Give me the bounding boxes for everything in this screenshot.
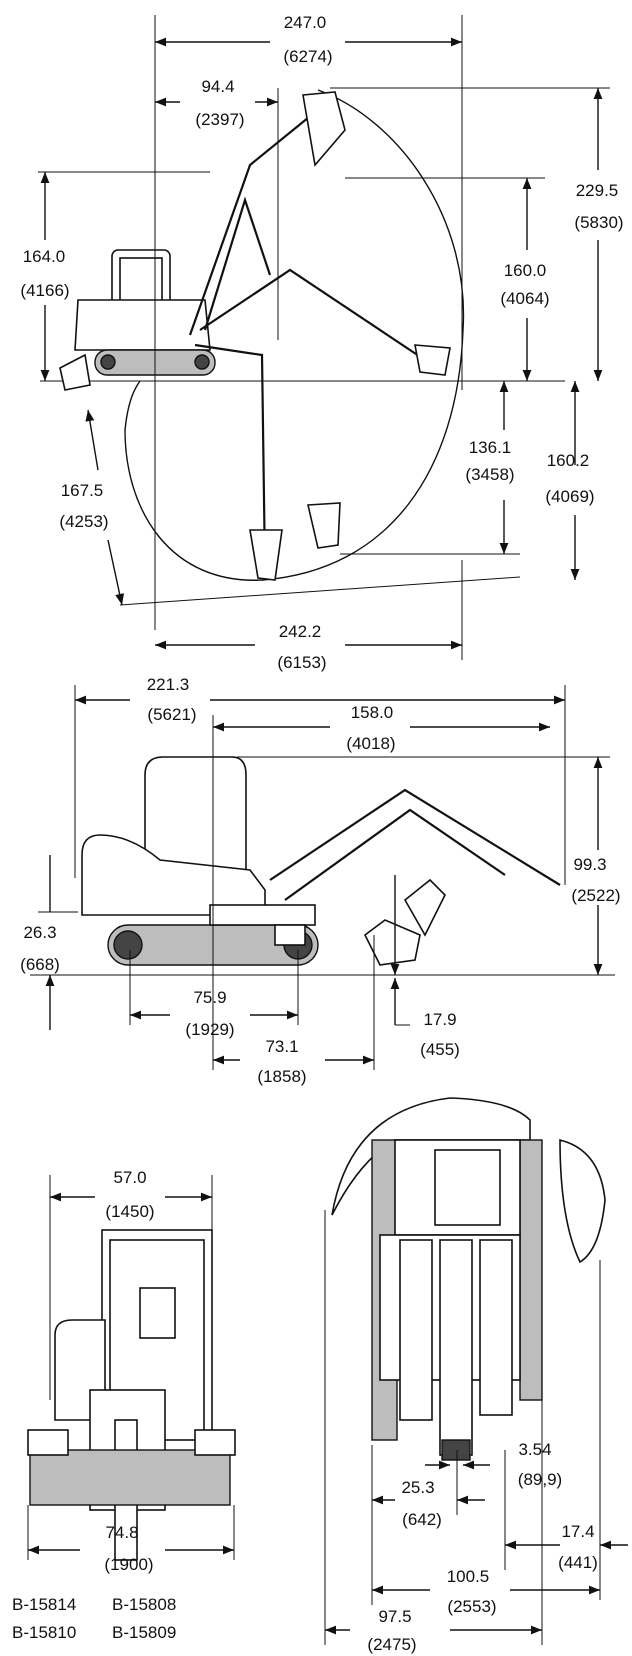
dim-blade-height-mm: (455) bbox=[420, 1040, 460, 1059]
figure-code: B-15814 bbox=[12, 1595, 76, 1614]
front-view: 57.0 (1450) 74.8 (1900) bbox=[27, 1168, 236, 1574]
dim-transport-length-in: 221.3 bbox=[147, 675, 190, 694]
excavator-side-small bbox=[59, 91, 451, 581]
dim-max-dump-height-mm: (4166) bbox=[20, 281, 69, 300]
dim-counterweight-clearance-mm: (668) bbox=[20, 955, 60, 974]
dim-track-length-in: 75.9 bbox=[193, 988, 226, 1007]
side-transport-view: 221.3 (5621) 158.0 (4018) 99.3 (2522) 26… bbox=[20, 675, 620, 1086]
dim-tail-to-front-mm: (4018) bbox=[346, 734, 395, 753]
dim-min-swing-radius-in: 94.4 bbox=[201, 77, 234, 96]
dim-offset-left-in: 25.3 bbox=[401, 1478, 434, 1497]
side-reach-view: 247.0 (6274) 94.4 (2397) 164.0 (4166) 22… bbox=[20, 13, 623, 672]
dim-transport-length-mm: (5621) bbox=[147, 705, 196, 724]
excavator-side-large bbox=[81, 756, 561, 966]
dim-max-dig-height-mm: (5830) bbox=[574, 213, 623, 232]
dim-offset-right-mm: (441) bbox=[558, 1553, 598, 1572]
dim-swing-width-in: 100.5 bbox=[447, 1567, 490, 1586]
dim-boom-reach-ground-in: 167.5 bbox=[61, 481, 104, 500]
dim-transport-height-in: 99.3 bbox=[573, 855, 606, 874]
dim-overall-reach-in: 247.0 bbox=[284, 13, 327, 32]
dim-dump-height-in: 160.0 bbox=[504, 261, 547, 280]
dim-min-swing-radius-mm: (2397) bbox=[195, 110, 244, 129]
dim-track-to-blade-in: 73.1 bbox=[265, 1037, 298, 1056]
dim-boom-reach-ground-mm: (4253) bbox=[59, 512, 108, 531]
dim-dump-height-mm: (4064) bbox=[500, 289, 549, 308]
dim-swing-width-mm: (2553) bbox=[447, 1597, 496, 1616]
excavator-top bbox=[331, 1097, 606, 1461]
dim-overall-reach-mm: (6274) bbox=[283, 47, 332, 66]
dim-blade-height-in: 17.9 bbox=[423, 1010, 456, 1029]
dim-max-dump-height-in: 164.0 bbox=[23, 247, 66, 266]
dim-counterweight-clearance-in: 26.3 bbox=[23, 923, 56, 942]
dim-track-width-mm: (1900) bbox=[104, 1555, 153, 1574]
dim-track-width-in: 74.8 bbox=[105, 1523, 138, 1542]
dim-reach-at-ground-in: 242.2 bbox=[279, 622, 322, 641]
dim-max-dig-height-in: 229.5 bbox=[576, 181, 619, 200]
dim-tail-to-front-in: 158.0 bbox=[351, 703, 394, 722]
dim-vertical-wall-depth-mm: (3458) bbox=[465, 465, 514, 484]
dim-cab-width-in: 57.0 bbox=[113, 1168, 146, 1187]
dim-max-dig-depth-mm: (4069) bbox=[545, 487, 594, 506]
dim-offset-left-mm: (642) bbox=[402, 1510, 442, 1529]
figure-code: B-15808 bbox=[112, 1595, 176, 1614]
dim-cab-width-mm: (1450) bbox=[105, 1202, 154, 1221]
dim-boom-offset-in: 3.54 bbox=[518, 1440, 551, 1459]
dim-offset-right-in: 17.4 bbox=[561, 1522, 594, 1541]
top-view: 3.54 (89,9) 25.3 (642) 17.4 (441) 100.5 … bbox=[324, 1097, 628, 1654]
excavator-front bbox=[27, 1229, 236, 1561]
dim-tail-swing-width-in: 97.5 bbox=[378, 1607, 411, 1626]
figure-code: B-15810 bbox=[12, 1623, 76, 1642]
dim-max-dig-depth-in: 160.2 bbox=[547, 451, 590, 470]
dim-tail-swing-width-mm: (2475) bbox=[367, 1635, 416, 1654]
dim-vertical-wall-depth-in: 136.1 bbox=[469, 438, 512, 457]
dim-transport-height-mm: (2522) bbox=[571, 886, 620, 905]
dim-reach-at-ground-mm: (6153) bbox=[277, 653, 326, 672]
dim-track-length-mm: (1929) bbox=[185, 1020, 234, 1039]
figure-codes: B-15814 B-15808 B-15810 B-15809 bbox=[12, 1595, 176, 1642]
dim-track-to-blade-mm: (1858) bbox=[257, 1067, 306, 1086]
figure-code: B-15809 bbox=[112, 1623, 176, 1642]
dim-boom-offset-mm: (89,9) bbox=[518, 1470, 562, 1489]
